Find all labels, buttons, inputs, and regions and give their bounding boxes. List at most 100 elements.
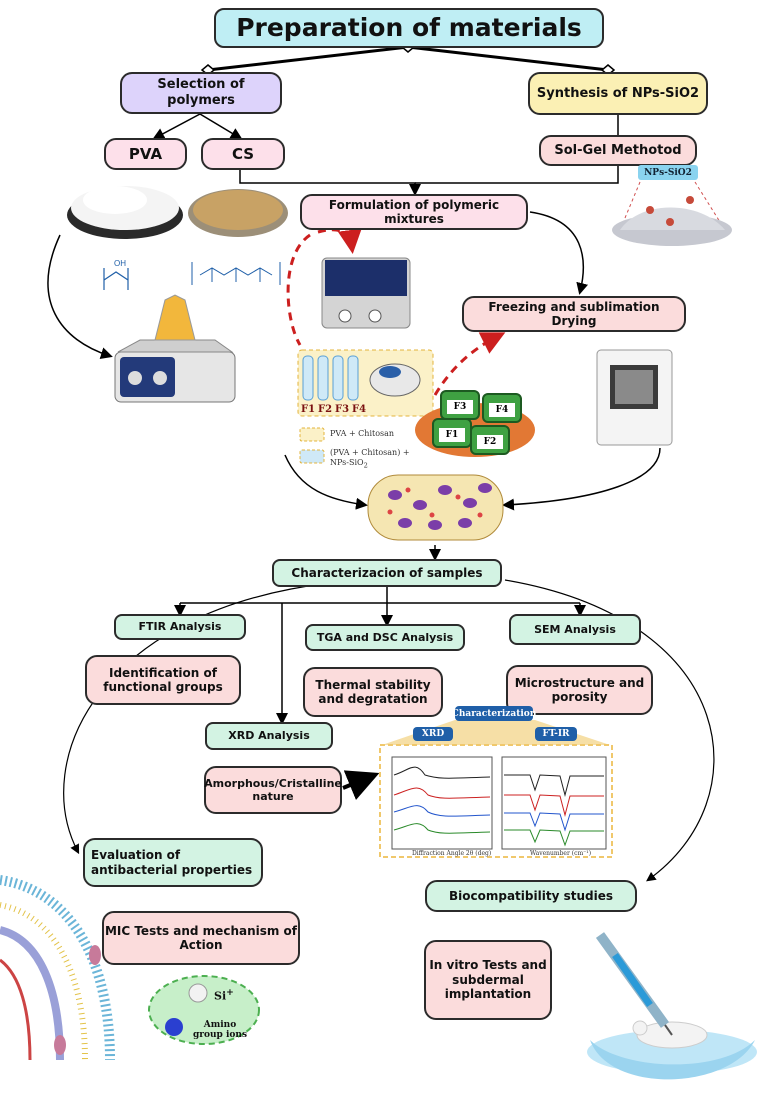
synthesis-label: Synthesis of NPs-SiO2 — [536, 85, 700, 101]
ftir-label: FTIR Analysis — [138, 620, 222, 634]
amino-group-label: Amino group ions — [192, 1020, 248, 1040]
sem-label: SEM Analysis — [534, 622, 616, 636]
biocompat-box: Biocompatibility studies — [425, 880, 637, 912]
invitro-label: In vitro Tests and subdermal implantatio… — [429, 958, 547, 1002]
sonicator-image — [321, 257, 411, 329]
arrow-to-biocompat — [504, 579, 715, 882]
amorphous-box: Amorphous/Cristalline nature — [204, 766, 342, 814]
jar-label-f4: F4 — [489, 403, 515, 417]
nps-sio2-image — [612, 181, 732, 246]
pva-box: PVA — [104, 138, 187, 170]
legend-swatch-nps — [299, 449, 325, 464]
xrd-x-axis-label: Diffraction Angle 2θ (deg) — [412, 850, 492, 857]
cell-membrane-image — [0, 875, 115, 1061]
si-text: Si — [214, 989, 227, 1003]
cs-label: CS — [231, 145, 255, 163]
arrow-to-pva — [152, 113, 201, 140]
jar-f3: F3 — [440, 390, 480, 420]
biocompat-label: Biocompatibility studies — [449, 888, 613, 903]
xrd-tag-label: XRD — [421, 729, 445, 739]
jar-f1: F1 — [432, 418, 472, 448]
arrow-cs-formulation — [239, 168, 421, 196]
sem-box: SEM Analysis — [509, 614, 641, 645]
characterization-chart-image — [379, 720, 613, 858]
tube-label-f1: F1 — [301, 404, 316, 415]
amorphous-label: Amorphous/Cristalline nature — [204, 776, 342, 803]
arrow-amorphous-chart — [342, 770, 380, 800]
ftir-tag: FT-IR — [535, 727, 577, 741]
legend-pva-chitosan: PVA + Chitosan — [330, 429, 395, 438]
characterization-samples-label: Characterizacion of samples — [291, 565, 483, 580]
pva-powder-image — [67, 186, 183, 239]
amino-ion-icon — [165, 1018, 183, 1036]
identification-label: Identification of functional groups — [103, 665, 223, 694]
ftir-x-axis-label: Wavenumber (cm⁻¹) — [530, 850, 592, 857]
nps-sio2-tag: NPs-SiO2 — [638, 165, 698, 180]
chitosan-structure-icon — [191, 262, 281, 285]
stirrer-image — [114, 294, 236, 403]
evaluation-label: Evaluation of antibacterial properties — [91, 848, 253, 877]
selection-of-polymers-label: Selection of polymers — [157, 77, 245, 108]
invitro-box: In vitro Tests and subdermal implantatio… — [424, 940, 552, 1020]
selection-of-polymers-box: Selection of polymers — [120, 72, 282, 114]
arrow-powder-stirrer — [47, 234, 113, 359]
characterization-samples-box: Characterizacion of samples — [272, 559, 502, 587]
ftir-box: FTIR Analysis — [114, 614, 246, 640]
cs-box: CS — [201, 138, 285, 170]
si-sup: + — [226, 987, 234, 998]
dashed-arrow-freezing — [433, 332, 506, 396]
pva-label: PVA — [128, 145, 163, 163]
characterization-tag: Characterization — [452, 706, 536, 721]
chitosan-powder-image — [188, 189, 288, 237]
tga-label: TGA and DSC Analysis — [316, 630, 454, 644]
pva-structure-icon: OH — [103, 259, 129, 290]
jar-label-f3: F3 — [447, 400, 473, 414]
sample-disc-image — [367, 474, 504, 541]
sol-gel-box: Sol-Gel Methotod — [539, 135, 697, 166]
xrd-analysis-label: XRD Analysis — [228, 729, 310, 743]
xrd-tag: XRD — [413, 727, 453, 741]
mic-box: MIC Tests and mechanism of Action — [102, 911, 300, 965]
mic-label: MIC Tests and mechanism of Action — [104, 923, 298, 952]
svg-text:OH: OH — [114, 259, 126, 268]
formulation-box: Formulation of polymeric mixtures — [300, 194, 528, 230]
arrow-to-sample — [284, 454, 368, 510]
microstructure-label: Microstructure and porosity — [514, 675, 645, 704]
title-box: Preparation of materials — [214, 8, 604, 48]
tubes-panel — [297, 349, 434, 417]
freeze-dryer-image — [596, 349, 673, 446]
sol-gel-label: Sol-Gel Methotod — [554, 142, 682, 158]
arrow-to-cs — [199, 113, 243, 140]
nps-sio2-tag-label: NPs-SiO2 — [644, 167, 692, 178]
synthesis-box: Synthesis of NPs-SiO2 — [528, 72, 708, 115]
jar-label-f1: F1 — [439, 428, 465, 442]
thermal-label: Thermal stability and degratation — [315, 677, 431, 706]
characterization-tag-label: Characterization — [451, 708, 537, 719]
characterization-tree — [174, 587, 586, 725]
line-solgel-formulation — [415, 166, 619, 184]
mouse-syringe-image — [587, 932, 757, 1080]
jar-f2: F2 — [470, 425, 510, 455]
xrd-analysis-box: XRD Analysis — [205, 722, 333, 750]
tga-box: TGA and DSC Analysis — [305, 624, 465, 651]
formulation-label: Formulation of polymeric mixtures — [328, 197, 500, 226]
jar-f4: F4 — [482, 393, 522, 423]
page-title: Preparation of materials — [236, 13, 582, 42]
tube-label-f4: F4 — [352, 404, 367, 415]
legend-nps-text: (PVA + Chitosan) + NPs-SiO — [330, 448, 410, 467]
legend-nps-subscript: 2 — [363, 461, 368, 470]
si-ion-label: Si+ — [214, 987, 234, 1003]
thermal-box: Thermal stability and degratation — [303, 667, 443, 717]
tube-label-f3: F3 — [335, 404, 350, 415]
arrow-freezer-sample — [502, 447, 661, 511]
freezing-label: Freezing and sublimation Drying — [488, 299, 660, 328]
arrow-formulation-freezing — [529, 211, 589, 295]
dashed-curve-left — [286, 233, 311, 346]
dashed-arrow-sonicator — [317, 228, 362, 254]
evaluation-box: Evaluation of antibacterial properties — [83, 838, 263, 887]
freezing-box: Freezing and sublimation Drying — [462, 296, 686, 332]
ftir-tag-label: FT-IR — [542, 729, 570, 739]
jar-label-f2: F2 — [477, 435, 503, 449]
tube-label-f2: F2 — [318, 404, 333, 415]
